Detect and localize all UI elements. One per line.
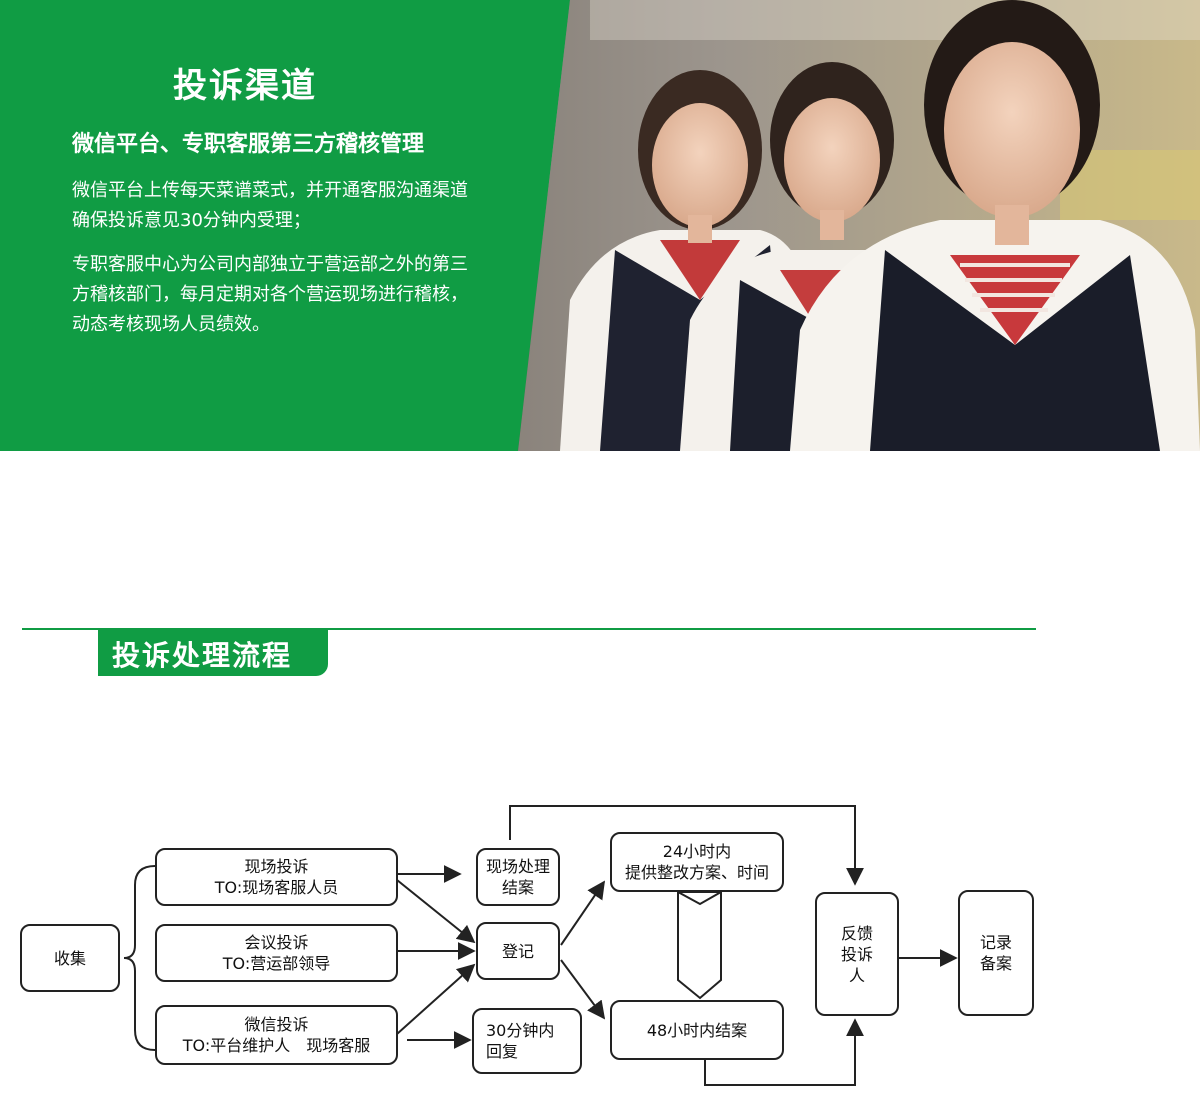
staff-photo-illustration (518, 0, 1200, 451)
arrow-register-to-24h (560, 880, 606, 946)
reply-30min-box: 30分钟内 回复 (472, 1008, 582, 1074)
collect-box: 收集 (20, 924, 120, 992)
banner-paragraph-wechat: 微信平台上传每天菜谱菜式，并开通客服沟通渠道确保投诉意见30分钟内受理； (72, 180, 468, 231)
arrow-wechat-to-register (396, 963, 476, 1035)
plan-24h-box: 24小时内 提供整改方案、时间 (610, 832, 784, 892)
close-48h-box: 48小时内结案 (610, 1000, 784, 1060)
section-title-tab (98, 630, 328, 676)
onsite-close-box: 现场处理 结案 (476, 848, 560, 906)
staff-figure-right (790, 0, 1200, 451)
collect-brace (123, 865, 156, 1051)
arrow-close-to-feedback (509, 805, 864, 886)
arrow-48h-to-feedback (704, 1018, 864, 1086)
banner-paragraph-audit: 专职客服中心为公司内部独立于营运部之外的第三方稽核部门，每月定期对各个营运现场进… (72, 254, 468, 335)
feedback-box: 反馈 投诉 人 (815, 892, 899, 1016)
record-box: 记录 备案 (958, 890, 1034, 1016)
onsite-complaint-box: 现场投诉 TO:现场客服人员 (155, 848, 398, 906)
staff-photo (518, 0, 1200, 451)
hero-banner: 投诉渠道 微信平台、专职客服第三方稽核管理 微信平台上传每天菜谱菜式，并开通客服… (0, 0, 1200, 451)
section-title: 投诉处理流程 (112, 639, 293, 672)
register-box: 登记 (476, 922, 560, 980)
banner-title: 投诉渠道 (173, 66, 317, 106)
arrow-onsite-to-register (396, 879, 476, 944)
wechat-complaint-box: 微信投诉 TO:平台维护人 现场客服 (155, 1005, 398, 1065)
section-divider (22, 628, 1036, 630)
banner-subtitle: 微信平台、专职客服第三方稽核管理 (72, 132, 425, 157)
arrow-register-to-48h (560, 959, 606, 1020)
meeting-complaint-box: 会议投诉 TO:营运部领导 (155, 924, 398, 982)
arrow-24h-to-48h (677, 891, 722, 1000)
